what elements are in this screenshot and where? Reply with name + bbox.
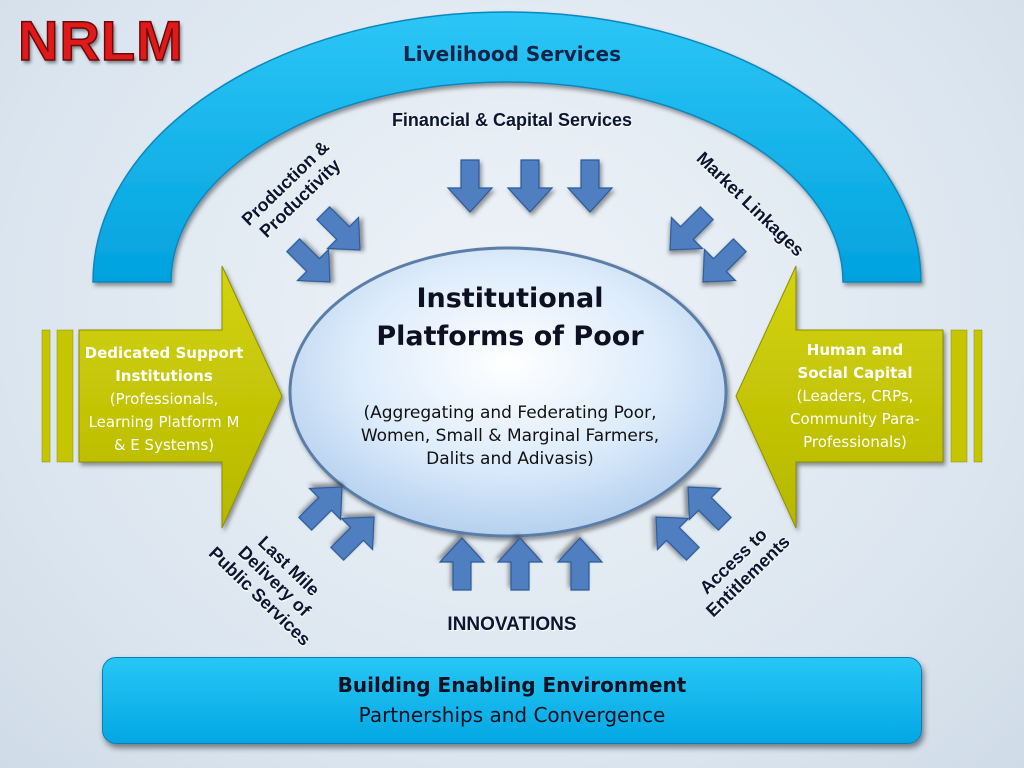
nrlm-logo: NRLM [17, 8, 184, 73]
center-title-line-2: Platforms of Poor [376, 321, 644, 352]
right-box-text: Human and Social Capital (Leaders, CRPs,… [776, 339, 934, 454]
innovations-label: INNOVATIONS [447, 614, 577, 635]
arrow-innovation-3 [557, 537, 603, 591]
enabling-environment-box [102, 657, 922, 744]
enabling-environment-title: Building Enabling Environment [337, 673, 687, 697]
left-box-title-1: Dedicated Support [84, 344, 244, 362]
right-box-title-2: Social Capital [797, 364, 913, 382]
right-bar-1 [973, 329, 983, 463]
right-box-body: (Leaders, CRPs, Community Para-Professio… [790, 387, 920, 451]
right-box-title-1: Human and [806, 341, 904, 359]
left-bar-1 [41, 329, 51, 463]
enabling-environment-subtitle: Partnerships and Convergence [358, 703, 666, 727]
center-ellipse [288, 246, 728, 538]
arrow-market-1 [653, 197, 723, 267]
left-chevron [78, 265, 283, 529]
arrow-financial-2 [507, 159, 553, 213]
left-box-title-2: Institutions [115, 367, 213, 385]
arrow-innovation-1 [439, 537, 485, 591]
center-title: Institutional Platforms of Poor [300, 280, 720, 356]
arrow-financial-1 [447, 159, 493, 213]
left-box-text: Dedicated Support Institutions (Professi… [84, 342, 244, 457]
arrow-production-1 [307, 197, 377, 267]
left-bar-2 [56, 329, 74, 463]
arrow-innovation-2 [497, 537, 543, 591]
financial-services-label: Financial & Capital Services [391, 110, 633, 130]
center-body: (Aggregating and Federating Poor, Women,… [360, 403, 660, 469]
livelihood-services-label: Livelihood Services [403, 42, 621, 66]
arrow-financial-3 [567, 159, 613, 213]
livelihood-arch [92, 11, 922, 283]
right-bar-2 [950, 329, 968, 463]
arrow-access-1 [671, 470, 741, 540]
left-box-body: (Professionals, Learning Platform M & E … [88, 390, 240, 454]
right-chevron [735, 265, 944, 529]
center-title-line-1: Institutional [416, 283, 604, 314]
